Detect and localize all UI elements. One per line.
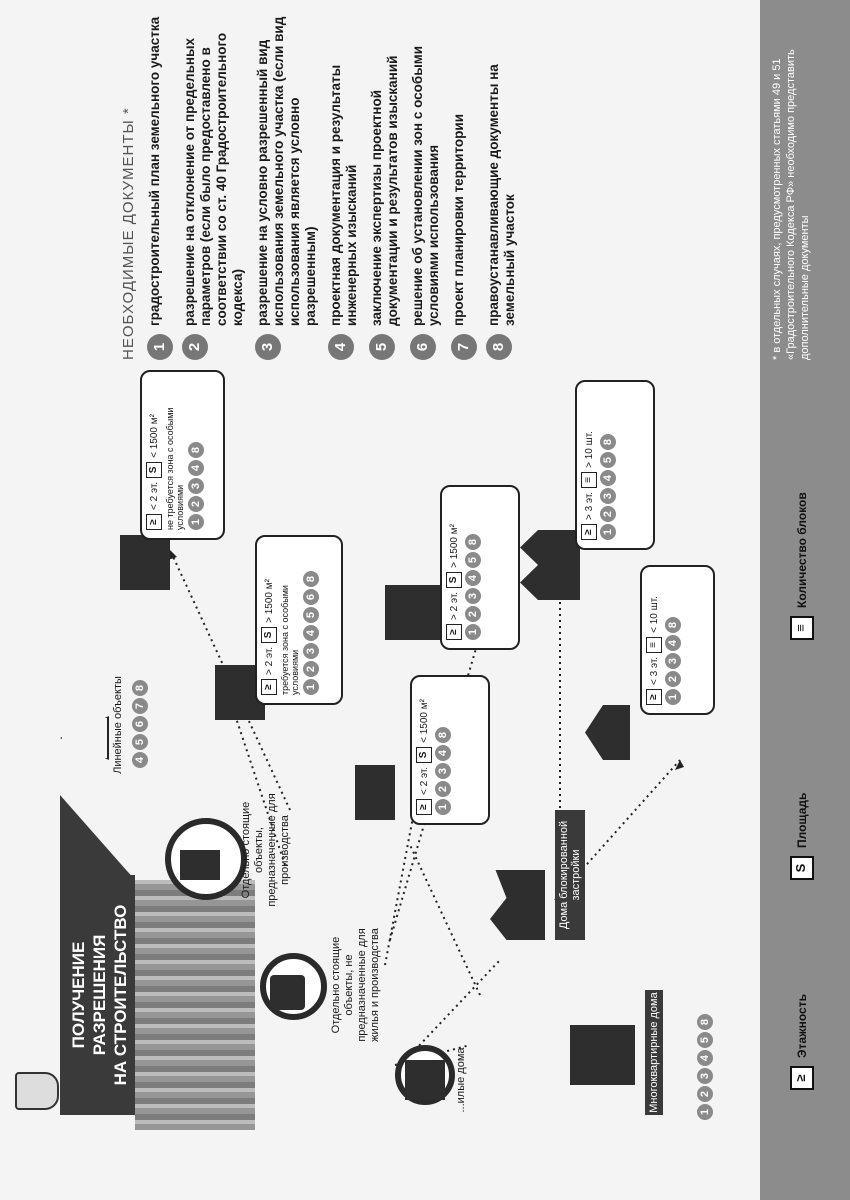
factory-icon [180, 850, 220, 880]
card-block-small: ≥< 3 эт.≡< 10 шт. 12348 [640, 565, 715, 715]
nonprod-label: Отдельно стоящие объекты, не предназначе… [330, 928, 381, 1042]
area-icon: S [146, 461, 162, 478]
blocks-icon: ≡ [790, 616, 814, 640]
floors-icon: ≥ [581, 524, 597, 540]
warehouse-icon [120, 535, 170, 590]
card-prod-big: ≥> 2 эт.S> 1500 м² требуется зона с особ… [255, 535, 343, 705]
area-icon: S [446, 571, 462, 588]
card-block-big: ≥> 3 эт.≡> 10 шт. 123458 [575, 380, 655, 550]
legend-blocks: ≡Количество блоков [790, 492, 814, 640]
linear-docs: 45678 [130, 658, 148, 768]
prod-label: Отдельно стоящие объекты, предназначенны… [240, 793, 291, 907]
footnote: * в отдельных случаях, предусмотренных с… [771, 49, 811, 360]
floors-icon: ≥ [646, 689, 662, 705]
residential-building-icon [405, 1060, 445, 1100]
area-icon: S [261, 626, 277, 643]
card-nonprod-small: ≥< 2 эт.S< 1500 м² 12348 [410, 675, 490, 825]
floors-icon: ≥ [446, 624, 462, 640]
legend-floors: ≥Этажность [790, 994, 814, 1090]
floors-icon: ≥ [790, 1066, 814, 1090]
blocks-icon: ≡ [581, 471, 597, 488]
blocked-label: Дома блокированной застройки [555, 810, 585, 940]
mkd-docs: 123458 [695, 1000, 713, 1120]
mkd-label: Многоквартирные дома [645, 990, 663, 1115]
area-icon: S [416, 746, 432, 763]
area-icon: S [790, 856, 814, 880]
linear-label: Линейные объекты [112, 676, 124, 774]
nonprod-building-icon [270, 975, 305, 1010]
apartment-building-icon [570, 1025, 635, 1085]
blocks-icon: ≡ [646, 636, 662, 653]
card-nonprod-big: ≥> 2 эт.S> 1500 м² 123458 [440, 485, 520, 650]
office-building-icon [385, 585, 440, 640]
card-prod-small: ≥< 2 эт.S< 1500 м² не требуется зона с о… [140, 370, 225, 540]
documents-title: НЕОБХОДИМЫЕ ДОКУМЕНТЫ * [120, 107, 137, 360]
residential-label: ...илые дома [455, 1047, 467, 1113]
floors-icon: ≥ [261, 679, 277, 695]
small-office-icon [355, 765, 395, 820]
floors-icon: ≥ [416, 799, 432, 815]
floors-icon: ≥ [146, 514, 162, 530]
